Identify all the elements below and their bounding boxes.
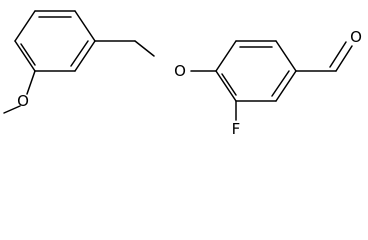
oxygen-label-ether: O: [174, 62, 186, 80]
oxygen-label-methoxy: O: [17, 92, 29, 110]
chemical-structure-diagram: O O F O: [3, 10, 362, 138]
double-bond-inner: [20, 43, 36, 66]
bond: [14, 10, 36, 42]
carbonyl-double-bond: [335, 45, 353, 72]
double-bond-inner: [271, 70, 290, 97]
bond: [275, 40, 297, 72]
carbonyl-double-bond: [329, 41, 347, 68]
methyl-bond: [3, 105, 21, 114]
double-bond-inner: [221, 73, 237, 96]
fluorine-label: F: [232, 120, 241, 138]
bond: [215, 70, 237, 102]
bond: [275, 70, 297, 102]
bond: [74, 10, 96, 42]
bond: [74, 40, 96, 72]
fluorobenzaldehyde-ring: [215, 40, 297, 102]
double-bond-inner: [70, 40, 89, 67]
methoxyphenyl-ring: [14, 10, 96, 72]
benzyl-ether-bond: [134, 40, 155, 57]
bond: [14, 40, 36, 72]
oxygen-label-aldehyde: O: [350, 28, 362, 46]
bond: [215, 40, 237, 72]
methoxy-bond: [26, 70, 36, 95]
